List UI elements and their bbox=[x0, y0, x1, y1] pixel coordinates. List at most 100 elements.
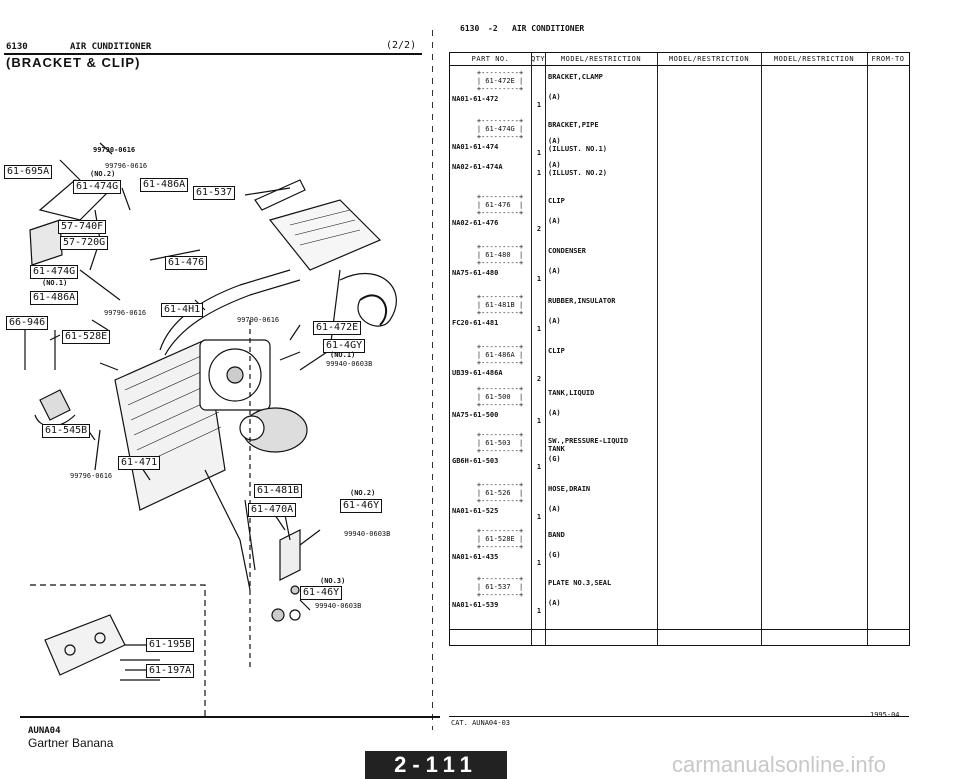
description: (A) bbox=[548, 161, 561, 169]
part-number: NA01-61-435 bbox=[452, 553, 499, 561]
description-note: (G) bbox=[548, 551, 561, 559]
description-note: (A) bbox=[548, 93, 561, 101]
callout-61-470A: 61-470A bbox=[248, 503, 297, 517]
callout-61-472E: 61-472E bbox=[313, 321, 362, 335]
description-note: (A) bbox=[548, 409, 561, 417]
col-header-part-no: PART NO. bbox=[450, 53, 532, 65]
note-99940-0603B: 99940-0603B bbox=[326, 360, 373, 368]
ref-box: +---------+ | 61-472E | +---------+ bbox=[476, 69, 524, 93]
ref-box: +---------+ | 61-500 | +---------+ bbox=[476, 385, 524, 409]
col-header-model-1: MODEL/RESTRICTION bbox=[545, 53, 658, 65]
table-bottom-rule bbox=[450, 629, 909, 630]
quantity: 1 bbox=[536, 559, 542, 567]
part-number: UB39-61-486A bbox=[452, 369, 503, 377]
left-section-title: AIR CUNDITIONER bbox=[70, 42, 152, 52]
table-row: +---------+ | 61-476 | +---------+ NA02-… bbox=[450, 193, 909, 241]
callout-61-195B: 61-195B bbox=[146, 638, 195, 652]
description-note: (A) bbox=[548, 599, 561, 607]
callout-61-4H1: 61-4H1 bbox=[161, 303, 204, 317]
quantity: 1 bbox=[536, 275, 542, 283]
table-row: +---------+ | 61-503 | +---------+ GB6H-… bbox=[450, 431, 909, 479]
header-rule bbox=[4, 53, 422, 55]
footer-rule-right bbox=[449, 716, 909, 717]
description-note: (A) bbox=[548, 317, 561, 325]
footer-rule-left bbox=[20, 716, 440, 718]
table-row: NA02-61-474A 1 (A) (ILLUST. NO.2) bbox=[450, 153, 909, 183]
description: BRACKET,CLAMP bbox=[548, 73, 603, 81]
note-no3: (NO.3) bbox=[320, 577, 346, 585]
callout-61-471: 61-471 bbox=[118, 456, 161, 470]
watermark: carmanualsonline.info bbox=[672, 752, 887, 777]
callout-61-545B: 61-545B bbox=[42, 424, 91, 438]
table-row: +---------+ | 61-486A | +---------+ UB39… bbox=[450, 343, 909, 391]
description-note: (A) bbox=[548, 217, 561, 225]
callout-61-197A: 61-197A bbox=[146, 664, 195, 678]
table-row: +---------+ | 61-481B | +---------+ FC20… bbox=[450, 293, 909, 341]
header-bottom-rule bbox=[450, 65, 909, 66]
col-header-qty: QTY bbox=[531, 53, 546, 65]
quantity: 1 bbox=[536, 149, 542, 157]
table-row: +---------+ | 61-500 | +---------+ NA75-… bbox=[450, 385, 909, 433]
callout-61-476: 61-476 bbox=[165, 256, 208, 270]
note-no1-b: (NO.1) bbox=[330, 351, 356, 359]
page-number-badge: 2-111 bbox=[365, 751, 507, 779]
description: CLIP bbox=[548, 347, 565, 355]
description-note: (A) (ILLUST. NO.1) bbox=[548, 137, 608, 153]
part-number: FC20-61-481 bbox=[452, 319, 499, 327]
note-99796-0616-b: 99796-0616 bbox=[104, 309, 147, 317]
quantity: 1 bbox=[536, 101, 542, 109]
part-number: NA01-61-539 bbox=[452, 601, 499, 609]
callout-61-46Y: 61-46Y bbox=[340, 499, 383, 513]
diagram-drawing bbox=[24, 142, 397, 730]
part-number: NA01-61-525 bbox=[452, 507, 499, 515]
part-number: NA02-61-474A bbox=[452, 163, 503, 171]
part-number: NA02-61-476 bbox=[452, 219, 499, 227]
description: RUBBER,INSULATOR bbox=[548, 297, 616, 305]
description: TANK,LIQUID bbox=[548, 389, 595, 397]
parts-diagram bbox=[0, 70, 430, 730]
col-divider bbox=[531, 53, 532, 645]
description-note: (ILLUST. NO.2) bbox=[548, 169, 608, 177]
col-header-from-to: FROM-TO bbox=[871, 55, 905, 63]
parts-table: PART NO. QTY MODEL/RESTRICTION MODEL/RES… bbox=[449, 52, 910, 646]
callout-61-4GY: 61-4GY bbox=[323, 339, 366, 353]
part-number: NA75-61-480 bbox=[452, 269, 499, 277]
right-section-code: 6130 bbox=[460, 24, 480, 33]
table-row: +---------+ | 61-474G | +---------+ NA01… bbox=[450, 117, 909, 165]
description: CLIP bbox=[548, 197, 565, 205]
note-99796-0616: 99796-0616 bbox=[105, 162, 148, 170]
col-divider bbox=[657, 53, 658, 645]
quantity: 2 bbox=[536, 375, 542, 383]
part-number: NA01-61-474 bbox=[452, 143, 499, 151]
col-divider bbox=[867, 53, 868, 645]
ref-box: +---------+ | 61-474G | +---------+ bbox=[476, 117, 524, 141]
callout-66-946: 66-946 bbox=[6, 316, 49, 330]
callout-61-695A: 61-695A bbox=[4, 165, 53, 179]
ref-box: +---------+ | 61-476 | +---------+ bbox=[476, 193, 524, 217]
note-no2: (NO.2) bbox=[90, 170, 116, 178]
note-99790-0616: 99790-0616 bbox=[93, 146, 136, 154]
part-number: NA75-61-500 bbox=[452, 411, 499, 419]
description-note: (A) bbox=[548, 505, 561, 513]
note-99940-0603B-b: 99940-0603B bbox=[344, 530, 391, 538]
description: CONDENSER bbox=[548, 247, 586, 255]
callout-61-474G: 61-474G bbox=[73, 180, 122, 194]
source-label: Gartner Banana bbox=[28, 736, 114, 750]
ref-box: +---------+ | 61-481B | +---------+ bbox=[476, 293, 524, 317]
page-divider bbox=[432, 30, 433, 730]
callout-57-720G: 57-720G bbox=[60, 236, 109, 250]
note-no1: (NO.1) bbox=[42, 279, 68, 287]
callout-61-46Y-b: 61-46Y bbox=[300, 586, 343, 600]
callout-57-740F: 57-740F bbox=[58, 220, 107, 234]
section-title: (BRACKET & CLIP) bbox=[6, 55, 141, 70]
col-divider bbox=[761, 53, 762, 645]
quantity: 1 bbox=[536, 463, 542, 471]
callout-61-474G-b: 61-474G bbox=[30, 265, 79, 279]
page-fraction: (2/2) bbox=[386, 40, 417, 51]
callout-61-537: 61-537 bbox=[193, 186, 236, 200]
right-section-title: AIR CONDITIONER bbox=[512, 24, 585, 33]
description-note: (A) bbox=[548, 267, 561, 275]
col-header-model-2: MODEL/RESTRICTION bbox=[657, 53, 762, 65]
description-note: (G) bbox=[548, 455, 561, 463]
col-divider bbox=[545, 53, 546, 645]
